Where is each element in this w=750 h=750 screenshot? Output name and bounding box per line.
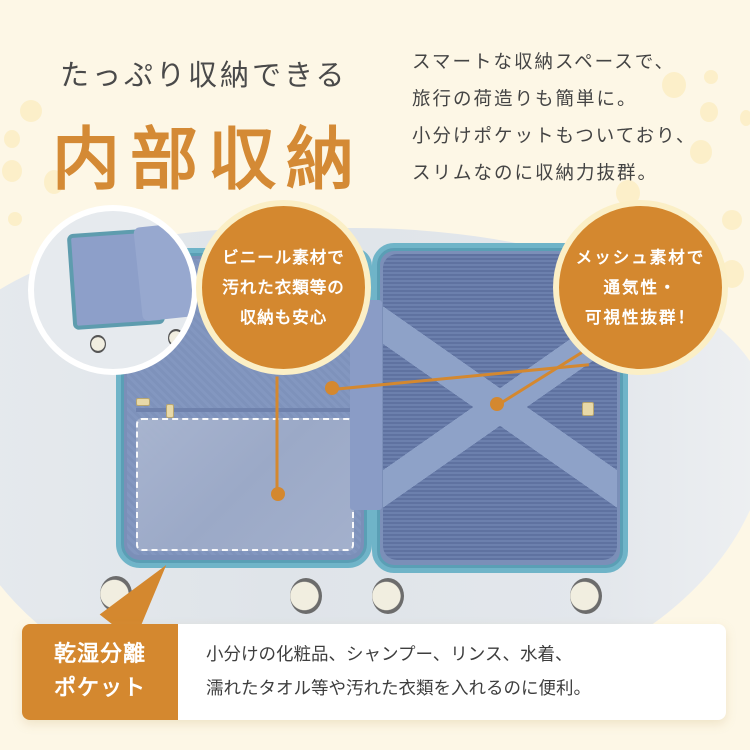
decor-dot (20, 100, 42, 122)
decor-dot (722, 210, 742, 230)
wet-dry-pocket (136, 418, 354, 551)
decor-dot (704, 70, 718, 84)
suitcase-wheel (570, 578, 602, 614)
pocket-zipper-track (136, 408, 354, 412)
callout-line: メッシュ素材で (575, 247, 706, 267)
suitcase-wheel (184, 321, 192, 339)
callout-pointer-dot (271, 487, 285, 501)
section-subtitle: たっぷり収納できる (60, 58, 348, 92)
zipper-pull-icon (136, 398, 150, 406)
feature-card-label: 乾湿分離 ポケット (22, 624, 178, 720)
description-line: 小分けポケットもついており、 (412, 126, 697, 147)
suitcase-wheel (90, 335, 106, 353)
card-text-line: 小分けの化粧品、シャンプー、リンス、水着、 (206, 645, 573, 665)
callout-line: ビニール素材で (222, 247, 345, 267)
feature-card: 乾湿分離 ポケット 小分けの化粧品、シャンプー、リンス、水着、 濡れたタオル等や… (22, 624, 726, 720)
callout-vinyl-material: ビニール素材で 汚れた衣類等の 収納も安心 (196, 200, 371, 375)
decor-dot (8, 212, 22, 226)
description-line: スマートな収納スペースで、 (412, 52, 675, 73)
suitcase-wheel (290, 578, 322, 614)
description-line: 旅行の荷造りも簡単に。 (412, 89, 638, 110)
callout-line: 汚れた衣類等の (222, 277, 345, 297)
decor-dot (690, 140, 712, 164)
decor-dot (662, 72, 686, 98)
suitcase-wheel (168, 329, 184, 347)
callout-pointer-dot (490, 397, 504, 411)
card-text-line: 濡れたタオル等や汚れた衣類を入れるのに便利。 (206, 679, 591, 699)
label-line: 乾湿分離 (53, 642, 146, 667)
decor-dot (2, 160, 22, 182)
label-line: ポケット (53, 676, 146, 701)
decor-dot (740, 110, 750, 126)
callout-line: 収納も安心 (239, 307, 328, 327)
section-description: スマートな収納スペースで、 旅行の荷造りも簡単に。 小分けポケットもついており、… (412, 44, 696, 192)
callout-pointer-line (275, 376, 279, 495)
inset-photo (28, 205, 198, 375)
callout-mesh-material: メッシュ素材で 通気性・ 可視性抜群！ (553, 200, 728, 375)
section-title: 内部収納 (52, 121, 365, 200)
feature-card-text: 小分けの化粧品、シャンプー、リンス、水着、 濡れたタオル等や汚れた衣類を入れるの… (178, 624, 591, 720)
description-line: スリムなのに収納力抜群。 (412, 163, 659, 184)
zipper-pull-icon (166, 404, 174, 418)
callout-line: 可視性抜群！ (585, 307, 696, 327)
suitcase-wheel (372, 578, 404, 614)
inset-suitcase-lid (133, 222, 192, 322)
callout-line: 通気性・ (603, 277, 678, 297)
decor-dot (700, 102, 718, 122)
decor-dot (44, 170, 64, 194)
decor-dot (4, 130, 20, 148)
zipper-pull-icon (582, 402, 594, 416)
callout-pointer-dot (325, 381, 339, 395)
suitcase-wheel (100, 576, 132, 612)
